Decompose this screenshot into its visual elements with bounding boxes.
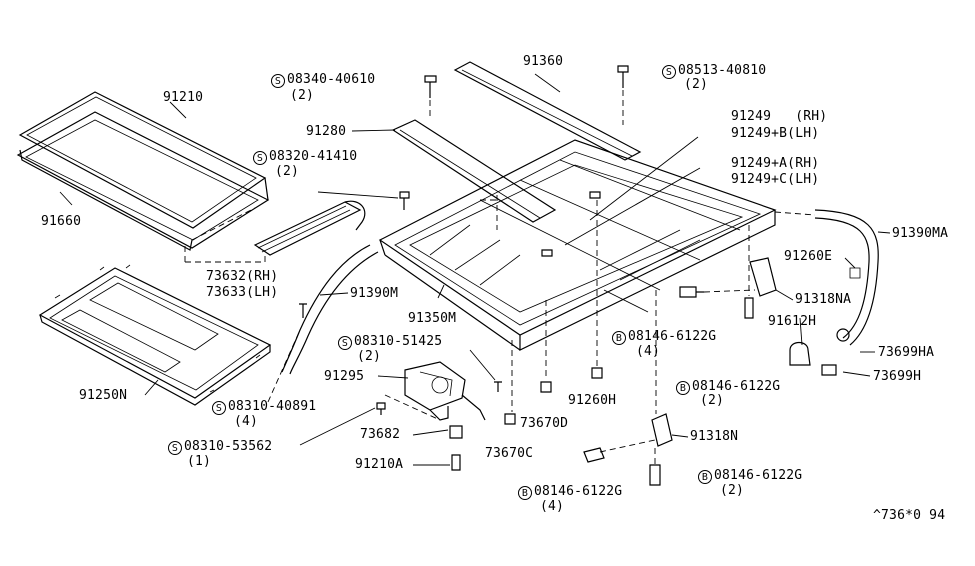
b-symbol-icon: B <box>698 470 712 484</box>
part-91210A-label: 91210A <box>355 457 404 472</box>
part-91295-label: 91295 <box>324 369 365 384</box>
bolt-08340-qty: (2) <box>290 88 315 103</box>
bolt-08146-c-qty: (4) <box>540 499 565 514</box>
part-91210-label: 91210 <box>163 90 204 105</box>
deflector-drawing <box>184 200 366 263</box>
b-symbol-icon: B <box>518 486 532 500</box>
motor-assembly-drawing <box>377 361 486 421</box>
s-symbol-icon: S <box>253 151 267 165</box>
part-73699H-label: 73699H <box>873 369 922 384</box>
drain-hose-right-drawing <box>774 209 891 377</box>
s-symbol-icon: S <box>338 336 352 350</box>
part-91280-label: 91280 <box>306 124 347 139</box>
part-91612H-label: 91612H <box>768 314 817 329</box>
drain-hose-left-drawing <box>281 244 379 375</box>
s-symbol-icon: S <box>662 65 676 79</box>
b-symbol-icon: B <box>612 331 626 345</box>
part-91249C-lh-label: 91249+C(LH) <box>731 172 820 187</box>
part-91249A-rh-label: 91249+A(RH) <box>731 156 820 171</box>
bolt-08320-qty: (2) <box>275 164 300 179</box>
fasteners-drawing <box>267 65 837 486</box>
diagram-ref-code: ^736*0 94 <box>873 508 946 523</box>
part-91260E-label: 91260E <box>784 249 833 264</box>
part-73699HA-label: 73699HA <box>878 345 935 360</box>
part-91660-label: 91660 <box>41 214 82 229</box>
part-91318N-label: 91318N <box>690 429 739 444</box>
bolt-08146-b-qty: (2) <box>700 393 725 408</box>
sunroof-frame-drawing <box>378 139 777 351</box>
part-73632-label: 73632(RH) <box>206 269 279 284</box>
part-91250N-label: 91250N <box>79 388 128 403</box>
bolt-08310-40891-qty: (4) <box>234 414 259 429</box>
part-73682-label: 73682 <box>360 427 401 442</box>
glass-panel-drawing <box>16 91 270 251</box>
bolt-08310-51425-qty: (2) <box>357 349 382 364</box>
s-symbol-icon: S <box>212 401 226 415</box>
bolt-08146-a-qty: (4) <box>636 344 661 359</box>
part-91390M-label: 91390M <box>350 286 399 301</box>
part-91350M-label: 91350M <box>408 311 457 326</box>
guide-rail-drawing <box>351 61 642 223</box>
part-91260H-label: 91260H <box>568 393 617 408</box>
part-91360-label: 91360 <box>523 54 564 69</box>
part-91249-rh-label: 91249 (RH) <box>731 109 828 124</box>
bolt-08146-d-qty: (2) <box>720 483 745 498</box>
sunshade-frame-drawing <box>38 264 272 406</box>
part-73670C-label: 73670C <box>485 446 534 461</box>
part-91249B-lh-label: 91249+B(LH) <box>731 126 820 141</box>
part-91318NA-label: 91318NA <box>795 292 852 307</box>
b-symbol-icon: B <box>676 381 690 395</box>
bolt-08310-53562-qty: (1) <box>187 454 212 469</box>
part-91390MA-label: 91390MA <box>892 226 949 241</box>
part-73670D-label: 73670D <box>520 416 569 431</box>
s-symbol-icon: S <box>271 74 285 88</box>
s-symbol-icon: S <box>168 441 182 455</box>
part-73633-label: 73633(LH) <box>206 285 279 300</box>
bolt-08513-qty: (2) <box>684 77 709 92</box>
